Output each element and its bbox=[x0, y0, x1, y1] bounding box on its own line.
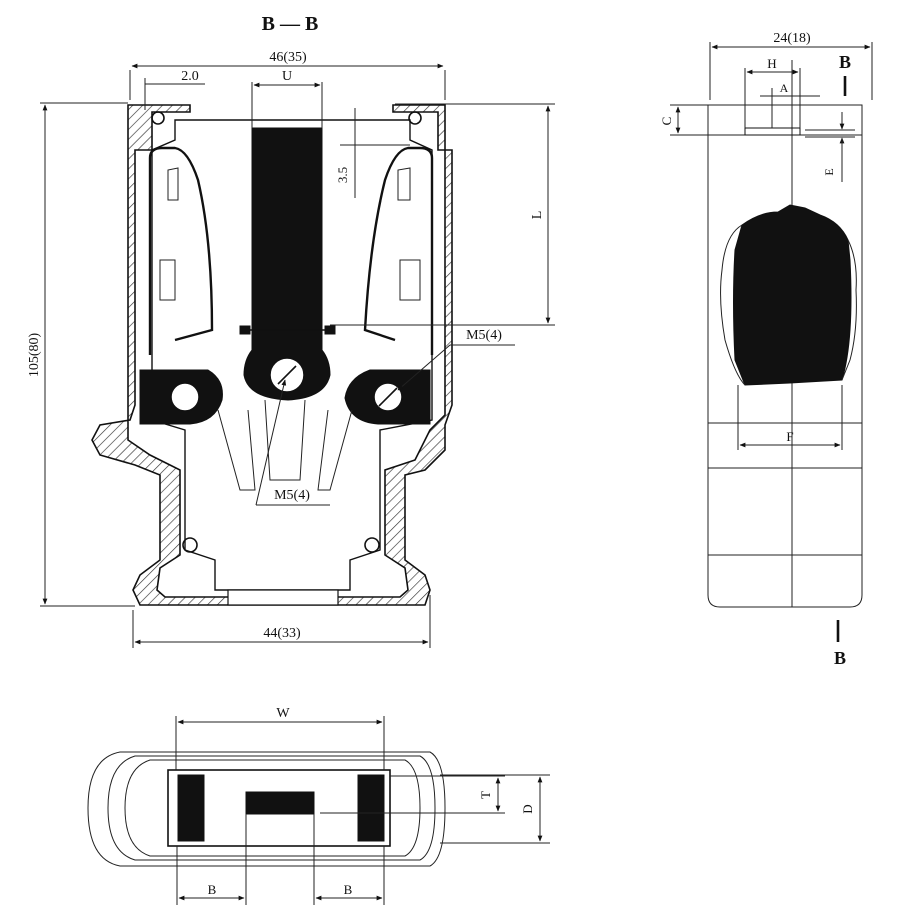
section-view: B — B bbox=[27, 13, 555, 648]
dim-d-label: D bbox=[520, 804, 535, 813]
dim-a-label: A bbox=[780, 81, 789, 95]
plan-outer-3 bbox=[124, 759, 421, 857]
dim-35-label: 3.5 bbox=[335, 167, 350, 183]
section-mark-top: B bbox=[839, 52, 851, 72]
right-spring-slot bbox=[397, 167, 411, 201]
shell-hole-bl bbox=[182, 537, 198, 553]
right-window bbox=[399, 259, 421, 301]
shell-hole-tl bbox=[151, 111, 165, 125]
dim-l-label: L bbox=[530, 211, 545, 220]
dim-c-label: C bbox=[659, 117, 674, 126]
right-screw-slash bbox=[378, 387, 398, 407]
dim-e-label: E bbox=[822, 168, 836, 175]
plan-outer-2 bbox=[107, 755, 436, 861]
plan-view: W T D B B bbox=[87, 706, 550, 905]
plan-right-blade bbox=[357, 774, 385, 842]
leader-m5-center bbox=[255, 379, 287, 506]
section-title: B — B bbox=[262, 13, 319, 35]
side-blade-break-r bbox=[841, 239, 857, 381]
dim-w-label: W bbox=[276, 706, 290, 721]
dim-t-label: T bbox=[478, 791, 493, 799]
dim-f-label: F bbox=[786, 429, 793, 444]
fin-right bbox=[317, 409, 353, 491]
leader-m5-center-label: M5(4) bbox=[274, 488, 310, 503]
shell-hole-br bbox=[364, 537, 380, 553]
base-slot bbox=[227, 589, 339, 606]
left-screw-hole bbox=[170, 382, 200, 412]
left-spring bbox=[148, 146, 214, 355]
dim-side-width-label: 24(18) bbox=[773, 31, 811, 46]
side-blade bbox=[733, 204, 852, 386]
side-view: 24(18) H A C E F B B bbox=[659, 31, 873, 668]
side-outline bbox=[707, 104, 863, 608]
blade-tab-left bbox=[239, 325, 251, 335]
dim-b-right-label: B bbox=[344, 882, 353, 897]
dim-b-left-label: B bbox=[208, 882, 217, 897]
left-window bbox=[159, 259, 176, 301]
plan-center-blade bbox=[245, 791, 315, 815]
dim-top-width-label: 46(35) bbox=[269, 50, 307, 65]
plan-left-blade bbox=[177, 774, 205, 842]
housing-shell bbox=[91, 104, 453, 606]
leader-m5-right bbox=[397, 344, 451, 391]
leader-m5-right-label: M5(4) bbox=[466, 328, 502, 343]
right-spring bbox=[363, 146, 434, 355]
dim-wall-gap-label: 2.0 bbox=[181, 69, 199, 84]
center-screw-slash bbox=[277, 365, 297, 385]
plan-outer-1 bbox=[87, 751, 446, 867]
center-blade bbox=[251, 127, 323, 359]
left-spring-slot bbox=[167, 167, 179, 201]
section-mark-bottom: B bbox=[834, 648, 846, 668]
side-blade-break-l bbox=[720, 224, 746, 386]
dim-u-label: U bbox=[282, 69, 292, 84]
blade-tab-right bbox=[324, 325, 336, 335]
fin-left bbox=[217, 409, 256, 491]
dim-bottom-width-label: 44(33) bbox=[263, 626, 301, 641]
dim-h-label: H bbox=[767, 56, 776, 71]
dim-height-label: 105(80) bbox=[27, 333, 42, 378]
fin-center bbox=[264, 399, 306, 481]
shell-hole-tr bbox=[408, 111, 422, 125]
